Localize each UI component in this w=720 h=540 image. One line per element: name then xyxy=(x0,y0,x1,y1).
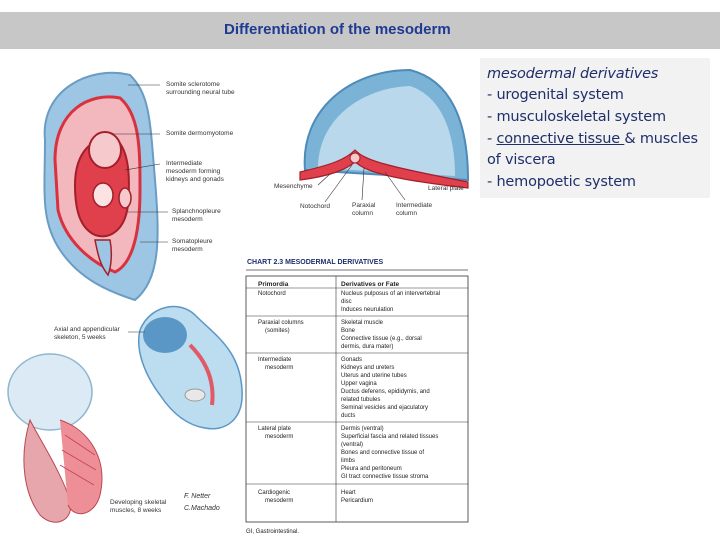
developing-muscles-label: Developing skeletal muscles, 8 weeks xyxy=(110,499,167,514)
row-lateral-primordia-1: Lateral plate xyxy=(258,426,292,432)
label-somite-sclerotome: Somite sclerotome xyxy=(166,81,220,88)
label-axial-skeleton-2: skeleton, 5 weeks xyxy=(54,334,106,341)
row-lateral-fate-6: Pleura and peritoneum xyxy=(341,466,402,472)
row-lateral-primordia-2: mesoderm xyxy=(265,434,293,440)
row-notochord-fate-1: Nucleus pulposus of an intervertebral xyxy=(341,291,440,297)
row-cardiogenic-fate-2: Pericardium xyxy=(341,498,373,504)
label-somatopleure-2: mesoderm xyxy=(172,246,203,253)
embryo-5-weeks xyxy=(138,305,243,430)
label-somite-dermomyotome: Somite dermomyotome xyxy=(166,130,234,137)
label-somatopleure: Somatopleure xyxy=(172,238,213,245)
label-developing-muscles: Developing skeletal xyxy=(110,499,167,506)
panel-item-viscera: of viscera xyxy=(487,152,556,168)
row-paraxial-fate-2: Bone xyxy=(341,328,356,334)
chart-header-fate: Derivatives or Fate xyxy=(341,281,400,288)
row-intermediate-fate-6: related tubules xyxy=(341,397,380,403)
row-intermediate-fate-3: Uterus and uterine tubes xyxy=(341,373,407,379)
panel-item-musculoskeletal: - musculoskeletal system xyxy=(487,109,666,125)
label-intermediate-column: Intermediate xyxy=(396,202,433,209)
row-intermediate-primordia-2: mesoderm xyxy=(265,365,293,371)
label-intermediate-mesoderm-3: kidneys and gonads xyxy=(166,176,225,183)
row-lateral-fate-4: Bones and connective tissue of xyxy=(341,450,424,456)
mesodermal-derivatives-chart: CHART 2.3 MESODERMAL DERIVATIVES Primord… xyxy=(245,259,469,535)
row-paraxial-fate-4: dermis, dura mater) xyxy=(341,344,393,350)
chart-title: CHART 2.3 MESODERMAL DERIVATIVES xyxy=(247,259,383,266)
label-developing-muscles-2: muscles, 8 weeks xyxy=(110,507,162,514)
row-paraxial-fate-3: Connective tissue (e.g., dorsal xyxy=(341,336,422,342)
row-cardiogenic-primordia-2: mesoderm xyxy=(265,498,293,504)
row-intermediate-fate-7: Seminal vesicles and ejaculatory xyxy=(341,405,428,411)
row-paraxial-fate-1: Skeletal muscle xyxy=(341,320,384,326)
panel-item-connective: - connective tissue & muscles xyxy=(487,131,698,147)
row-paraxial-primordia-1: Paraxial columns xyxy=(258,320,304,326)
row-cardiogenic-primordia-1: Cardiogenic xyxy=(258,490,290,496)
label-paraxial-column-2: column xyxy=(352,210,373,217)
label-intermediate-column-2: column xyxy=(396,210,417,217)
signature: F. Netter C.Machado xyxy=(184,493,220,512)
row-lateral-fate-5: limbs xyxy=(341,458,355,464)
panel-item-urogenital: - urogenital system xyxy=(487,87,624,103)
embryo-8-weeks xyxy=(7,353,103,523)
row-notochord-fate-2: disc xyxy=(341,299,352,305)
label-intermediate-mesoderm-2: mesoderm forming xyxy=(166,168,221,175)
label-lateral-plate: Lateral plate xyxy=(428,185,464,192)
label-splanchnopleure-2: mesoderm xyxy=(172,216,203,223)
signature-netter: F. Netter xyxy=(184,493,211,500)
row-cardiogenic-fate-1: Heart xyxy=(341,490,356,496)
row-intermediate-primordia-1: Intermediate xyxy=(258,357,292,363)
label-paraxial-column: Paraxial xyxy=(352,202,376,209)
row-lateral-fate-7: GI tract connective tissue stroma xyxy=(341,474,429,480)
row-intermediate-fate-1: Gonads xyxy=(341,357,362,363)
row-notochord-fate-3: Induces neurulation xyxy=(341,307,393,313)
cross-section-labels: Somite sclerotome surrounding neural tub… xyxy=(112,81,235,253)
label-axial-skeleton: Axial and appendicular xyxy=(54,326,121,333)
label-notochord: Notochord xyxy=(300,203,330,210)
embryo-cross-section xyxy=(43,71,159,302)
slide-title: Differentiation of the mesoderm xyxy=(224,21,451,38)
row-lateral-fate-1: Dermis (ventral) xyxy=(341,426,384,432)
title-bar: Differentiation of the mesoderm xyxy=(0,12,720,49)
label-mesenchyme: Mesenchyme xyxy=(274,183,313,190)
row-intermediate-fate-5: Ductus deferens, epididymis, and xyxy=(341,389,430,395)
underlined-connective-tissue: connective tissue xyxy=(496,131,625,147)
chart-footnote: GI, Gastrointestinal. xyxy=(246,529,299,535)
row-lateral-fate-2: Superficial fascia and related tissues xyxy=(341,434,438,440)
dome-labels: Mesenchyme Lateral plate Notochord Parax… xyxy=(274,164,464,217)
panel-item-hemopoetic: - hemopoetic system xyxy=(487,174,636,190)
row-intermediate-fate-8: ducts xyxy=(341,413,355,419)
embryo-dome xyxy=(299,68,470,189)
panel-heading: mesodermal derivatives xyxy=(487,66,659,82)
row-intermediate-fate-2: Kidneys and ureters xyxy=(341,365,394,371)
signature-machado: C.Machado xyxy=(184,505,220,512)
mesoderm-figure: Somite sclerotome surrounding neural tub… xyxy=(7,68,470,535)
row-paraxial-primordia-2: (somites) xyxy=(265,328,290,334)
label-splanchnopleure: Splanchnopleure xyxy=(172,208,221,215)
row-lateral-fate-3: (ventral) xyxy=(341,442,363,448)
row-notochord-primordia: Notochord xyxy=(258,291,286,297)
derivatives-panel: mesodermal derivatives - urogenital syst… xyxy=(480,58,710,198)
row-intermediate-fate-4: Upper vagina xyxy=(341,381,377,387)
axial-skeleton-label: Axial and appendicular skeleton, 5 weeks xyxy=(54,326,145,341)
label-intermediate-mesoderm: Intermediate xyxy=(166,160,203,167)
chart-header-primordia: Primordia xyxy=(258,281,289,288)
label-somite-sclerotome-2: surrounding neural tube xyxy=(166,89,235,96)
